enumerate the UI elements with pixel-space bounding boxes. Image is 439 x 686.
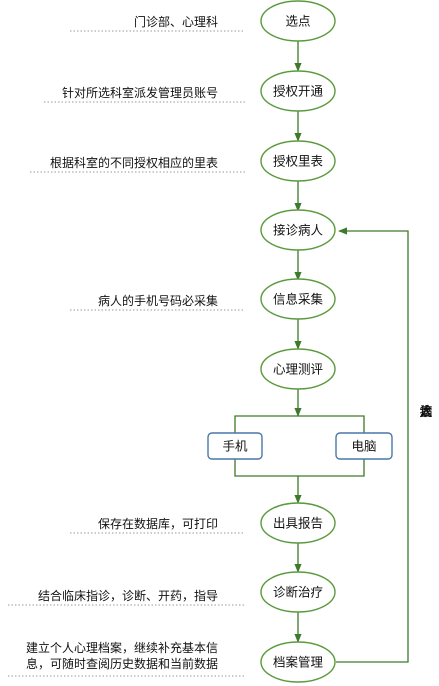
device-phone-box [207,432,263,460]
note-site: 门诊部、心理科 [133,15,218,29]
revisit-char: 病 [419,405,433,420]
node-info-collect [260,278,336,320]
revisit-char: 复 [419,405,433,420]
note-archive: 建立个人心理档案，继续补充基本信 息，可随时查阅历史数据和当前数据 [26,640,218,672]
node-label: 授权开通 [273,84,324,99]
node-label: 授权里表 [273,154,324,169]
note-diagnosis: 结合临床指诊，诊断、开药，指导 [37,589,218,603]
node-label: 信息采集 [273,292,324,307]
note-account: 针对所选科室派发管理员账号 [61,86,218,100]
node-authorize [260,70,336,112]
revisit-loop [336,227,409,663]
device-label: 手机 [222,439,248,454]
note-archive-line-2: 息，可随时查阅历史数据和当前数据 [26,657,219,671]
node-assessment [260,348,336,390]
node-label: 心理测评 [273,362,323,377]
device-pc-box [335,432,393,460]
note-phone: 病人的手机号码必采集 [97,294,218,308]
device-label: 电脑 [351,439,376,454]
note-report: 保存在数据库，可打印 [97,517,218,531]
node-label: 选点 [285,14,310,29]
node-label: 档案管理 [273,655,324,670]
node-label: 接诊病人 [273,223,324,238]
node-scale-auth [260,140,336,182]
revisit-char: 人 [419,405,433,420]
node-diagnosis [260,571,336,613]
node-receive-patient [260,209,336,251]
node-label: 诊断治疗 [273,585,323,600]
node-report [260,502,336,544]
branch-merge [234,459,365,477]
node-archive [260,641,336,683]
node-label: 出具报告 [273,516,323,531]
note-scales: 根据科室的不同授权相应的里表 [49,156,218,170]
branch-split [234,415,365,433]
node-select-site [260,0,336,42]
revisit-char: 诊 [419,405,433,420]
note-archive-line-1: 建立个人心理档案，继续补充基本信 [26,641,219,655]
